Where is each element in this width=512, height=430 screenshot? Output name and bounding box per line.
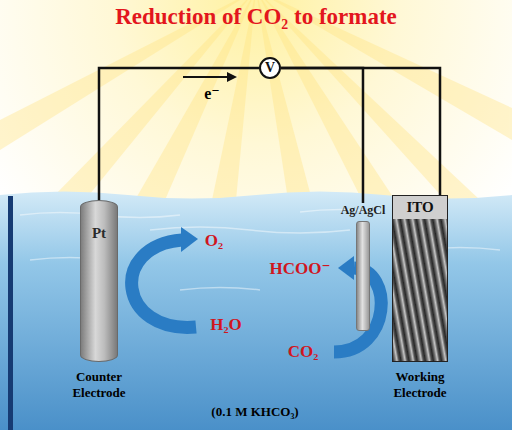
species-label: HCOO⁻	[270, 258, 331, 279]
species-label: O₂	[205, 231, 223, 251]
tank-wall	[8, 196, 13, 430]
electrode-name: ITO	[393, 196, 447, 219]
voltmeter: V	[259, 57, 281, 79]
electrode-caption: Working Electrode	[381, 369, 459, 400]
electrode-caption: Counter Electrode	[60, 369, 138, 400]
oxidation-arrow-body	[132, 240, 196, 327]
electron-flow-arrow	[183, 76, 228, 78]
oxidation-arrow-head	[181, 227, 198, 252]
water	[0, 192, 512, 430]
electron-flow-arrow-head	[227, 72, 237, 82]
working-electrode: ITOWorking Electrode	[392, 195, 448, 362]
diagram-title: Reduction of CO₂ to formate	[115, 4, 397, 30]
electrode-name: Pt	[81, 225, 117, 242]
electrode-name: Ag/AgCl	[341, 203, 386, 217]
voltmeter-symbol: V	[265, 61, 275, 75]
reduction-arrow-head	[338, 256, 354, 280]
sun-rays	[0, 0, 512, 200]
wire	[281, 68, 440, 195]
species-label: CO₂	[288, 342, 319, 362]
electrolyte-label: (0.1 M KHCO₃)	[211, 404, 298, 420]
wire	[99, 68, 259, 200]
reference-electrode: Ag/AgCl	[341, 203, 386, 331]
electrode-rod	[356, 221, 370, 331]
counter-electrode: PtCounter Electrode	[80, 200, 118, 362]
wire	[281, 68, 363, 203]
species-label: H₂O	[210, 315, 242, 335]
electron-label: e⁻	[204, 84, 220, 103]
